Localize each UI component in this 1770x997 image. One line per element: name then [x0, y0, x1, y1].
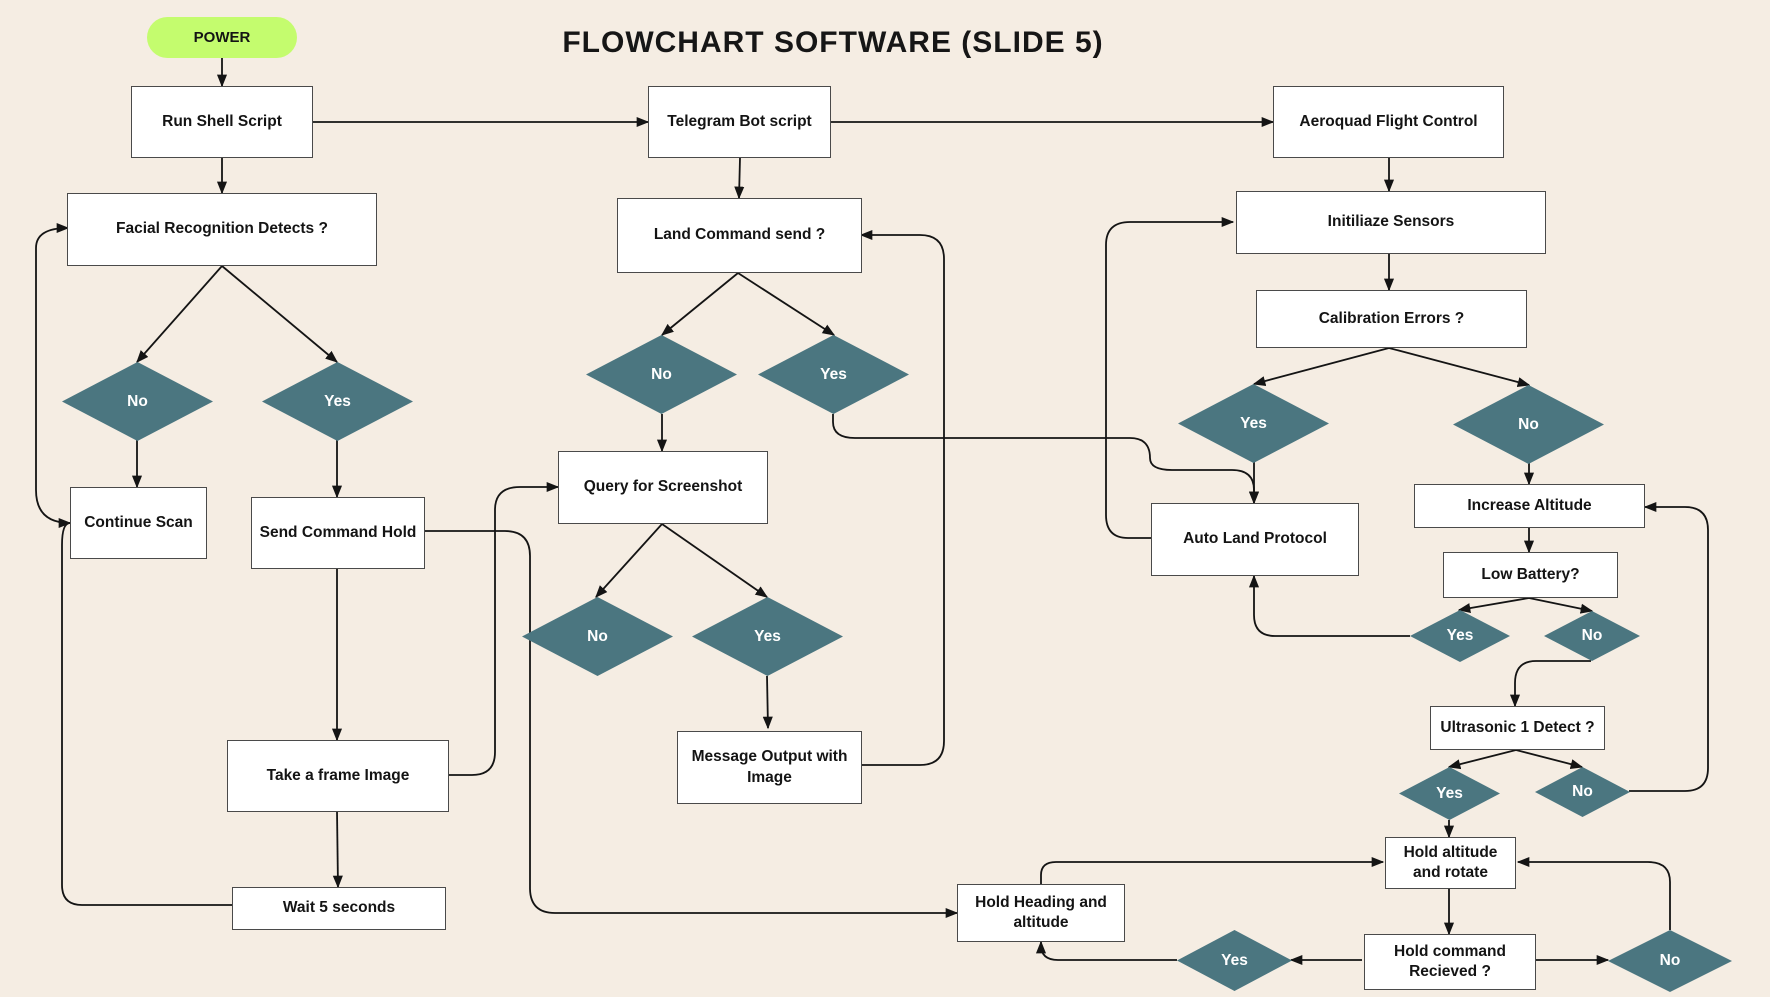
edge-continue-facial: [35, 222, 71, 524]
edge-ultrasonic-no: [1515, 749, 1584, 770]
hold-heading-altitude-box: Hold Heading and altitude: [957, 884, 1125, 942]
edge-sendhold-holdheading: [424, 530, 959, 919]
continue-scan-box: Continue Scan: [70, 487, 207, 559]
message-output-box: Message Output with Image: [677, 731, 862, 804]
power-start-node: POWER: [147, 17, 297, 58]
edge-lowbattery-yes: [1457, 597, 1530, 614]
auto-land-protocol-box: Auto Land Protocol: [1151, 503, 1359, 576]
edge-cal-yes: [1252, 347, 1390, 386]
edge-wait-continue: [58, 517, 232, 906]
edge-telegram-land: [734, 157, 745, 200]
query-yes-decision: Yes: [692, 597, 843, 676]
calibration-no-decision: No: [1453, 385, 1604, 464]
run-shell-script-box: Run Shell Script: [131, 86, 313, 158]
query-screenshot-box: Query for Screenshot: [558, 451, 768, 524]
edge-autoland-init: [1105, 216, 1235, 539]
edge-no-holdalt: [1516, 856, 1671, 930]
edge-takeframe-wait: [332, 810, 343, 889]
edge-query-no: [595, 523, 663, 598]
initialize-sensors-box: Initiliaze Sensors: [1236, 191, 1546, 254]
edge-cal-no: [1388, 347, 1531, 387]
take-frame-image-box: Take a frame Image: [227, 740, 449, 812]
telegram-bot-script-box: Telegram Bot script: [648, 86, 831, 158]
query-no-decision: No: [522, 597, 673, 676]
edge-ultrasonic-yes: [1447, 749, 1517, 770]
facial-yes-decision: Yes: [262, 362, 413, 441]
facial-no-decision: No: [62, 362, 213, 441]
edge-facial-no: [136, 265, 223, 363]
command-yes-decision: Yes: [1177, 930, 1292, 991]
facial-recognition-box: Facial Recognition Detects ?: [67, 193, 377, 266]
battery-yes-decision: Yes: [1410, 610, 1510, 662]
ultrasonic-no-decision: No: [1535, 767, 1630, 817]
edge-query-yes: [661, 523, 769, 598]
land-no-decision: No: [586, 335, 737, 414]
wait-5-seconds-box: Wait 5 seconds: [232, 887, 446, 930]
edge-facial-yes: [221, 265, 338, 363]
edge-message-land: [859, 229, 945, 766]
edge-yes-autoland-lb: [1248, 574, 1410, 637]
land-command-box: Land Command send ?: [617, 198, 862, 273]
edge-no-ultrasonic: [1509, 660, 1591, 708]
low-battery-box: Low Battery?: [1443, 552, 1618, 598]
send-command-hold-box: Send Command Hold: [251, 497, 425, 569]
battery-no-decision: No: [1544, 611, 1640, 661]
edge-yes-message: [762, 675, 773, 730]
edge-takeframe-query: [448, 481, 560, 776]
edge-holdheading-holdalt: [1040, 856, 1385, 884]
calibration-errors-box: Calibration Errors ?: [1256, 290, 1527, 348]
edge-yes-holdheading: [1035, 940, 1177, 961]
hold-command-received-box: Hold command Recieved ?: [1364, 934, 1536, 990]
page-title: FLOWCHART SOFTWARE (SLIDE 5): [562, 26, 1104, 59]
edge-yes-autoland: [832, 414, 1260, 505]
increase-altitude-box: Increase Altitude: [1414, 484, 1645, 528]
ultrasonic-detect-box: Ultrasonic 1 Detect ?: [1430, 706, 1605, 750]
edge-land-no: [661, 272, 739, 336]
hold-altitude-rotate-box: Hold altitude and rotate: [1385, 837, 1516, 889]
edge-lowbattery-no: [1528, 597, 1594, 614]
command-no-decision: No: [1608, 930, 1732, 992]
ultrasonic-yes-decision: Yes: [1399, 767, 1500, 820]
land-yes-decision: Yes: [758, 335, 909, 414]
aeroquad-flight-control-box: Aeroquad Flight Control: [1273, 86, 1504, 158]
edge-no-increase-loop: [1629, 501, 1709, 792]
edge-land-yes: [737, 272, 836, 336]
calibration-yes-decision: Yes: [1178, 384, 1329, 463]
